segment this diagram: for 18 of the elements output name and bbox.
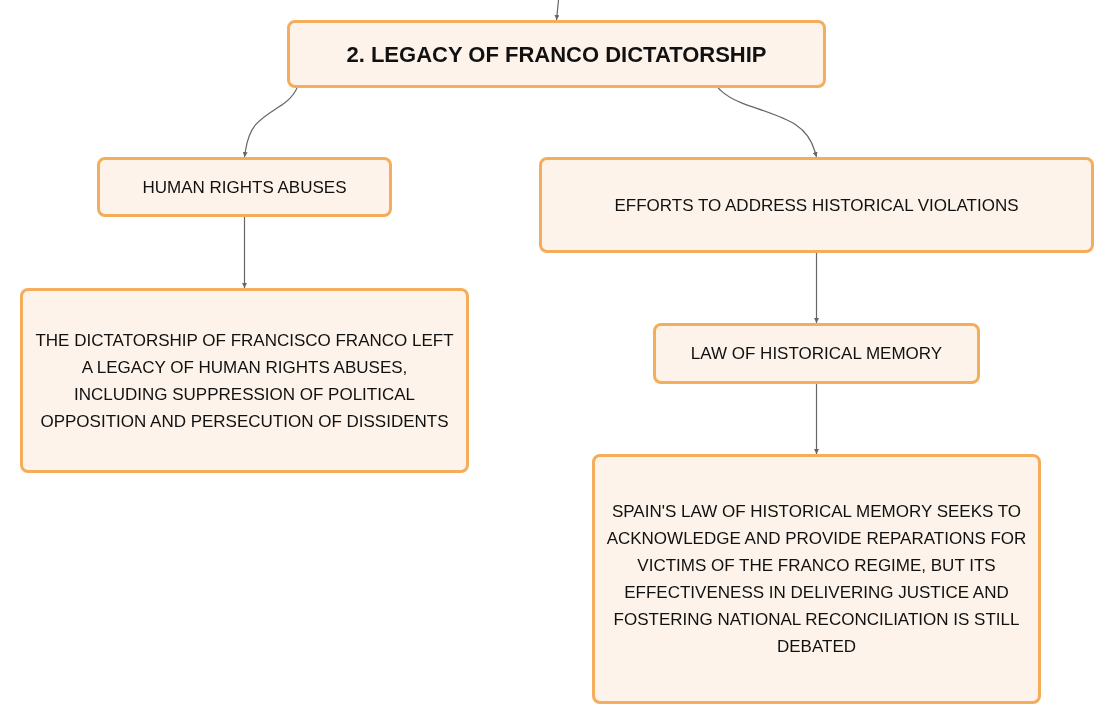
topic-text: EFFORTS TO ADDRESS HISTORICAL VIOLATIONS bbox=[614, 194, 1019, 217]
arrow bbox=[242, 216, 247, 289]
topic-box bbox=[539, 157, 1094, 253]
topic-text: 2. LEGACY OF FRANCO DICTATORSHIP bbox=[346, 40, 767, 68]
arrow bbox=[717, 87, 818, 158]
arrow bbox=[554, 0, 560, 21]
arrow bbox=[814, 252, 819, 324]
topic-text: LAW OF HISTORICAL MEMORY bbox=[690, 343, 943, 365]
topic-box bbox=[287, 20, 826, 88]
topic-box bbox=[653, 323, 980, 384]
topic-text: HUMAN RIGHTS ABUSES bbox=[142, 176, 347, 199]
arrow bbox=[814, 383, 819, 455]
topic-text: SPAIN'S LAW OF HISTORICAL MEMORY SEEKS TO ACKNOWLEDGE AND PROVIDE REPARATIONS FOR VICTIMS OF THE FRANCO REGIME, BUT ITS EFFECTIVENESS IN DELIVERING JUSTICE AND FOSTERING NATIONAL RECONCILIATION IS STILL DEBATED bbox=[605, 501, 1028, 658]
topic-box bbox=[592, 454, 1041, 704]
topic-box bbox=[97, 157, 392, 217]
arrow bbox=[242, 87, 298, 158]
topic-text: THE DICTATORSHIP OF FRANCISCO FRANCO LEFT A LEGACY OF HUMAN RIGHTS ABUSES, INCLUDING SUPPRESSION OF POLITICAL OPPOSITION AND PERSECUTION OF DISSIDENTS bbox=[34, 329, 455, 433]
topic-box bbox=[20, 288, 469, 473]
